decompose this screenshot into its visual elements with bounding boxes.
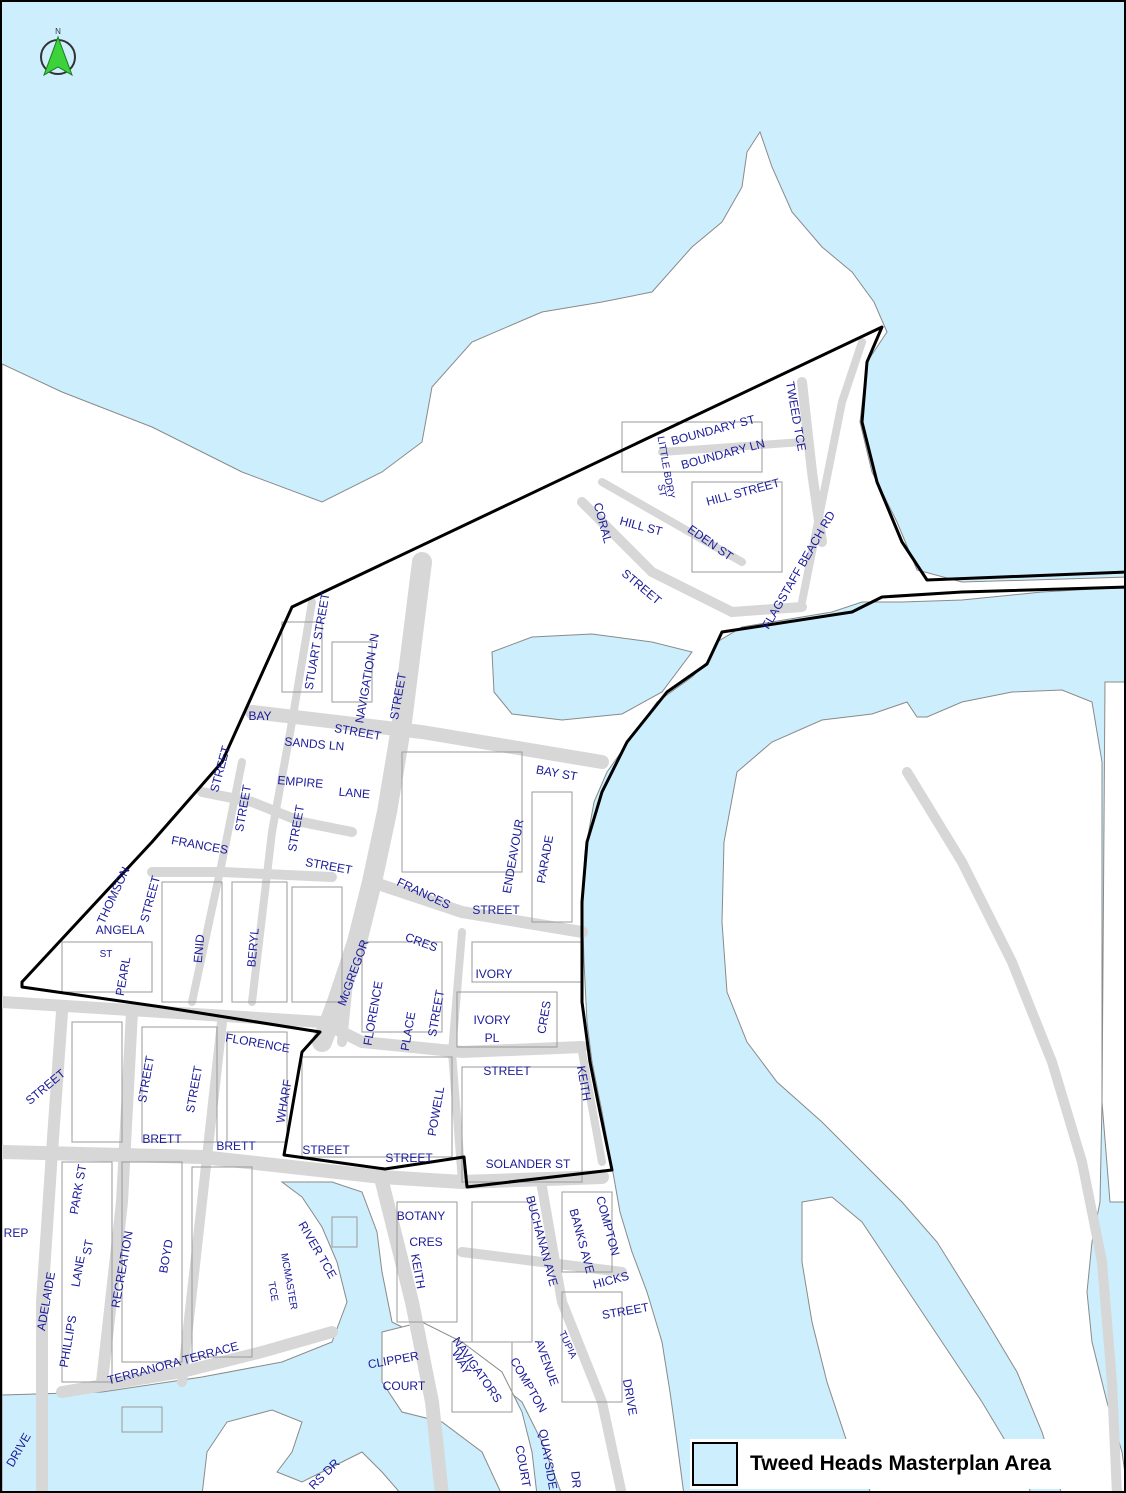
street-label: STREET (472, 903, 520, 917)
street-label: ST (655, 483, 668, 497)
land-far-east-strip (1101, 681, 1124, 1203)
north-arrow-icon: N (40, 27, 76, 77)
street-label: LANE (68, 1255, 87, 1288)
street-label: BRETT (142, 1132, 182, 1146)
street-label: BOYD (156, 1238, 176, 1274)
street-label: BOTANY (397, 1209, 445, 1223)
street-label: KEITH (574, 1065, 594, 1102)
street-label: BERYL (244, 927, 261, 968)
street-label: DR (568, 1470, 583, 1489)
street-label: SANDS LN (284, 734, 345, 753)
street-label: COURT (383, 1379, 426, 1393)
street-label: EMPIRE (277, 773, 324, 791)
street-label: ENID (191, 933, 207, 963)
land-mainland (2, 130, 1124, 1491)
masterplan-boundary (20, 325, 1124, 1189)
legend-swatch (692, 1442, 738, 1486)
street-label: KEITH (408, 1253, 428, 1290)
street-label: LANE (338, 785, 370, 802)
street-label: BAY (248, 709, 271, 723)
street-label: ST (80, 1238, 97, 1256)
street-label: PL (485, 1031, 500, 1045)
street-label: SOLANDER ST (486, 1157, 571, 1171)
street-label: STREET (385, 1151, 433, 1165)
land-east-island (721, 689, 1124, 1491)
water-inlet (491, 633, 693, 721)
street-label: STREET (302, 1143, 350, 1157)
street-label: PLACE (398, 1011, 419, 1052)
legend: Tweed Heads Masterplan Area (690, 1439, 1098, 1489)
north-arrow-letter: N (55, 27, 61, 36)
street-label: ST (100, 949, 113, 960)
street-label: REP (4, 1226, 29, 1240)
street-label: PEARL (113, 955, 134, 997)
parcel-blocks (61, 421, 783, 1433)
street-label: CRES (409, 1235, 442, 1249)
street-label: IVORY (475, 967, 512, 981)
legend-label: Tweed Heads Masterplan Area (750, 1452, 1052, 1475)
road-network (2, 338, 1122, 1491)
street-label: BRETT (216, 1139, 256, 1153)
street-label: ANGELA (96, 923, 145, 937)
street-label: STREET (483, 1064, 531, 1078)
street-label: TCE (265, 1281, 279, 1303)
land-south-island (201, 1409, 400, 1491)
street-label: CRES (534, 1000, 554, 1035)
street-label: IVORY (473, 1013, 510, 1027)
street-label: DRIVE (620, 1378, 640, 1417)
